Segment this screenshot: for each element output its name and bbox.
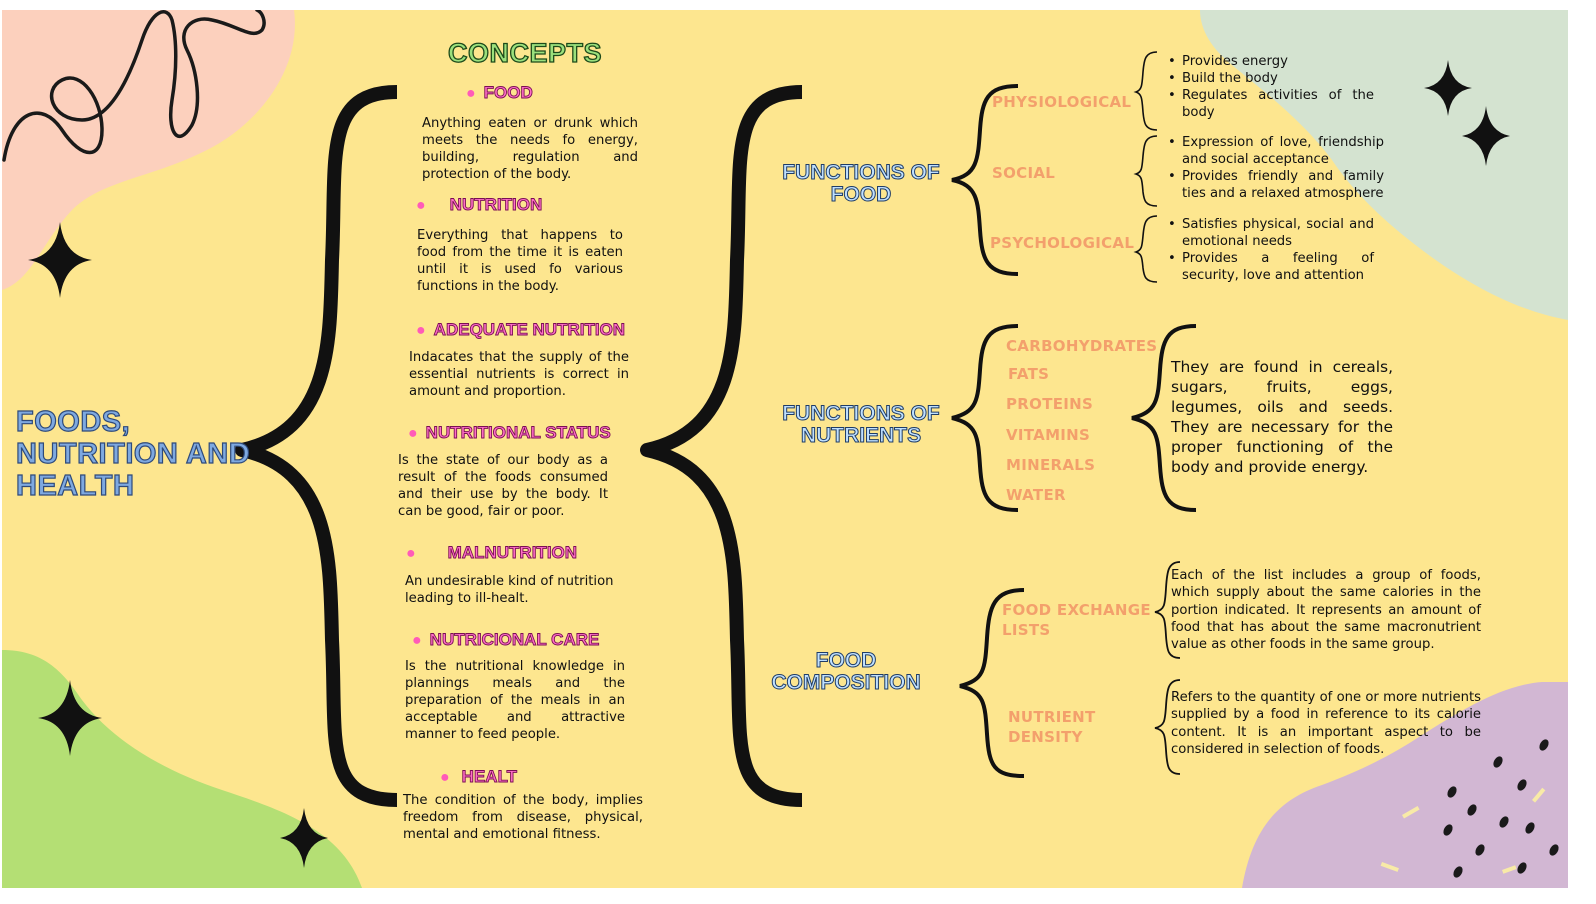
nutrients-description: They are found in cereals, sugars, fruit… (1171, 358, 1393, 476)
exchange-desc-brace (1154, 561, 1181, 659)
section-title-line: FUNCTIONS OF (782, 402, 941, 425)
main-brace (235, 85, 398, 807)
food-functions-brace (951, 84, 1019, 276)
nutrient-water: WATER (1006, 486, 1066, 504)
concept-desc-malnutrition: An undesirable kind of nutrition leading… (405, 574, 614, 606)
label-line: DENSITY (1008, 728, 1083, 746)
section-title-functions-of-nutrients: FUNCTIONS OF NUTRIENTS (778, 402, 944, 447)
concepts-brace (640, 85, 803, 807)
main-title: FOODS, NUTRITION AND HEALTH (15, 405, 251, 502)
concept-desc-nutrition: Everything that happens to food from the… (417, 228, 623, 294)
section-title-food-composition: FOOD COMPOSITION (762, 649, 930, 694)
label-line: LISTS (1002, 621, 1051, 639)
nutrient-minerals: MINERALS (1006, 456, 1096, 474)
blob-green (2, 650, 362, 888)
bullet-point: Satisfies physical, social and emotional… (1166, 216, 1374, 250)
concept-term-label: NUTRICIONAL CARE (429, 630, 600, 650)
concept-term-food: ●FOOD (466, 83, 533, 103)
concept-term-malnutrition: ●MALNUTRITION (406, 543, 578, 563)
physiological-points: Provides energy Build the body Regulates… (1166, 53, 1374, 121)
sparkle-star-icon (280, 808, 328, 868)
bullet-point: Provides a feeling of security, love and… (1166, 250, 1374, 284)
bullet-point: Regulates activities of the body (1166, 87, 1374, 121)
nutrient-density-description: Refers to the quantity of one or more nu… (1171, 690, 1481, 757)
concept-term-nutritional-status: ●NUTRITIONAL STATUS (408, 423, 611, 443)
label-psychological: PSYCHOLOGICAL (990, 234, 1135, 252)
physiological-brace (1133, 51, 1158, 131)
concept-desc-nutricional-care: Is the nutritional knowledge in planning… (405, 659, 625, 742)
sparkle-star-icon (28, 222, 92, 298)
bullet-point: Provides friendly and family ties and a … (1166, 168, 1384, 202)
sparkle-star-icon (1424, 60, 1472, 116)
concept-term-healt: ●HEALT (440, 767, 518, 787)
psychological-brace (1133, 215, 1158, 283)
bullet-point: Provides energy (1166, 53, 1374, 70)
section-title-line: FOOD (830, 183, 892, 206)
concept-term-nutrition: ●NUTRITION (416, 195, 543, 215)
section-title-line: COMPOSITION (771, 671, 921, 694)
label-nutrient-density: NUTRIENT DENSITY (1008, 707, 1096, 747)
nutrients-functions-brace (951, 324, 1019, 512)
concept-term-label: HEALT (461, 767, 518, 787)
scribble-lines (2, 10, 266, 162)
mind-map-poster: FOODS, NUTRITION AND HEALTH CONCEPTS ●FO… (2, 10, 1568, 888)
concepts-heading: CONCEPTS (447, 37, 603, 68)
label-social: SOCIAL (992, 164, 1056, 182)
section-title-line: FOOD (815, 649, 877, 672)
bullet-point: Build the body (1166, 70, 1374, 87)
concept-desc-healt: The condition of the body, implies freed… (403, 793, 643, 842)
concept-desc-nutritional-status: Is the state of our body as a result of … (398, 453, 608, 519)
label-line: FOOD EXCHANGE (1002, 601, 1151, 619)
concept-term-adequate-nutrition: ●ADEQUATE NUTRITION (416, 320, 626, 340)
nutrients-desc-brace (1131, 324, 1197, 512)
main-title-line: FOODS, (15, 405, 131, 438)
nutrient-carbohydrates: CARBOHYDRATES (1006, 337, 1158, 355)
label-physiological: PHYSIOLOGICAL (992, 93, 1132, 111)
social-brace (1133, 135, 1158, 207)
nutrient-fats: FATS (1008, 365, 1050, 383)
background-decorations (2, 10, 1568, 888)
bullet-point: Expression of love, friendship and socia… (1166, 134, 1384, 168)
purple-blob-dashes (1443, 739, 1559, 878)
concept-term-label: NUTRITION (449, 195, 543, 215)
section-title-line: FUNCTIONS OF (782, 161, 941, 184)
main-title-line: NUTRITION AND (15, 437, 251, 470)
section-title-line: NUTRIENTS (800, 424, 922, 447)
concept-desc-food: Anything eaten or drunk which meets the … (422, 116, 638, 182)
food-exchange-description: Each of the list includes a group of foo… (1171, 568, 1481, 653)
sparkle-star-icon (38, 680, 102, 756)
purple-blob-yellow-strokes (1380, 787, 1546, 874)
nutrient-vitamins: VITAMINS (1006, 426, 1091, 444)
psychological-points: Satisfies physical, social and emotional… (1166, 216, 1374, 284)
density-desc-brace (1154, 679, 1181, 775)
concept-term-label: MALNUTRITION (447, 543, 578, 563)
sparkle-star-icon (1462, 106, 1510, 166)
main-title-line: HEALTH (15, 469, 135, 502)
label-line: NUTRIENT (1008, 708, 1096, 726)
concept-term-label: FOOD (483, 83, 533, 103)
social-points: Expression of love, friendship and socia… (1166, 134, 1384, 202)
label-food-exchange-lists: FOOD EXCHANGE LISTS (1002, 600, 1151, 640)
concept-term-label: ADEQUATE NUTRITION (433, 320, 626, 340)
nutrient-proteins: PROTEINS (1006, 395, 1094, 413)
blob-purple (1242, 682, 1568, 888)
blob-pink (2, 10, 295, 290)
concept-term-label: NUTRITIONAL STATUS (425, 423, 611, 443)
concept-term-nutricional-care: ●NUTRICIONAL CARE (412, 630, 600, 650)
concept-desc-adequate-nutrition: Indacates that the supply of the essenti… (409, 350, 629, 399)
section-title-functions-of-food: FUNCTIONS OF FOOD (778, 161, 944, 206)
composition-brace (959, 588, 1025, 778)
